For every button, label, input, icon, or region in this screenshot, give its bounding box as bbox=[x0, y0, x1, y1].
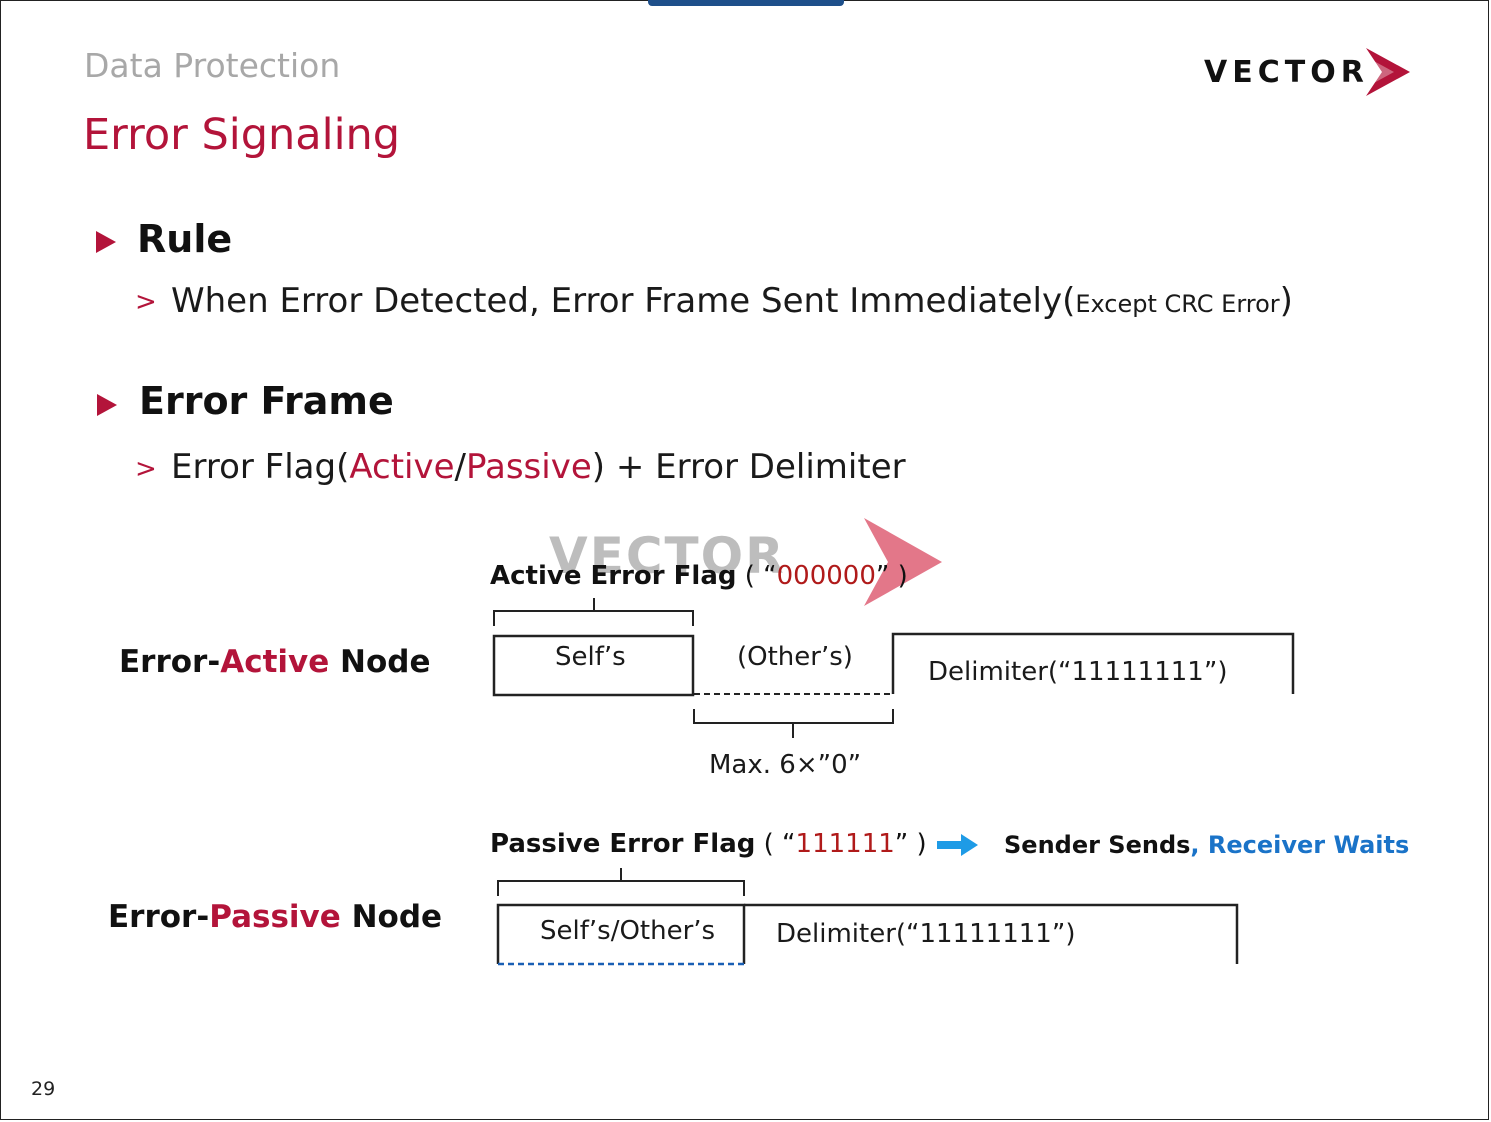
error-frame-passive: Passive bbox=[466, 447, 592, 487]
vector-logo: VECTOR bbox=[1204, 55, 1369, 90]
bullet-triangle-icon bbox=[97, 394, 117, 416]
error-frame-text: Error Flag(Active/Passive) + Error Delim… bbox=[171, 447, 906, 487]
slide-title: Error Signaling bbox=[83, 110, 401, 160]
section-title: Data Protection bbox=[84, 46, 341, 85]
error-frame-part1: Error Flag( bbox=[171, 447, 350, 487]
active-delimiter-label: Delimiter(“11111111”) bbox=[928, 657, 1228, 687]
vector-logo-chevron-icon bbox=[1366, 48, 1410, 96]
error-passive-node-label: Error-Passive Node bbox=[108, 899, 443, 935]
max-note: Max. 6×”0” bbox=[709, 750, 862, 780]
vector-watermark-chevron-icon bbox=[864, 518, 942, 606]
error-frame-active: Active bbox=[349, 447, 455, 487]
page-number: 29 bbox=[31, 1078, 56, 1100]
error-frame-slash: / bbox=[454, 447, 467, 487]
vector-watermark: VECTOR bbox=[549, 527, 786, 585]
error-frame-heading: Error Frame bbox=[139, 379, 394, 423]
other-box-label: (Other’s) bbox=[737, 642, 853, 672]
sub-bullet-chevron-icon: > bbox=[135, 287, 157, 317]
error-frame-part2: ) + Error Delimiter bbox=[591, 447, 906, 487]
active-error-flag-label: Active Error Flag ( “000000” ) bbox=[490, 561, 908, 591]
passive-error-flag-label: Passive Error Flag ( “111111” ) bbox=[490, 829, 927, 859]
error-active-node-label: Error-Active Node bbox=[119, 644, 431, 680]
sender-receiver-note: Sender Sends, Receiver Waits bbox=[1004, 831, 1410, 859]
rule-main-text: When Error Detected, Error Frame Sent Im… bbox=[171, 281, 1076, 321]
rule-heading: Rule bbox=[137, 217, 233, 261]
passive-delimiter-label: Delimiter(“11111111”) bbox=[776, 919, 1076, 949]
sub-bullet-chevron-icon: > bbox=[135, 454, 157, 484]
self-box-label: Self’s bbox=[555, 642, 626, 672]
right-arrow-icon bbox=[937, 834, 978, 856]
rule-close-paren: ) bbox=[1279, 281, 1293, 321]
rule-text: When Error Detected, Error Frame Sent Im… bbox=[171, 281, 1293, 321]
rule-note: Except CRC Error bbox=[1075, 290, 1280, 318]
bullet-triangle-icon bbox=[96, 231, 116, 253]
top-progress-bar bbox=[648, 0, 844, 6]
self-other-box-label: Self’s/Other’s bbox=[540, 916, 716, 946]
